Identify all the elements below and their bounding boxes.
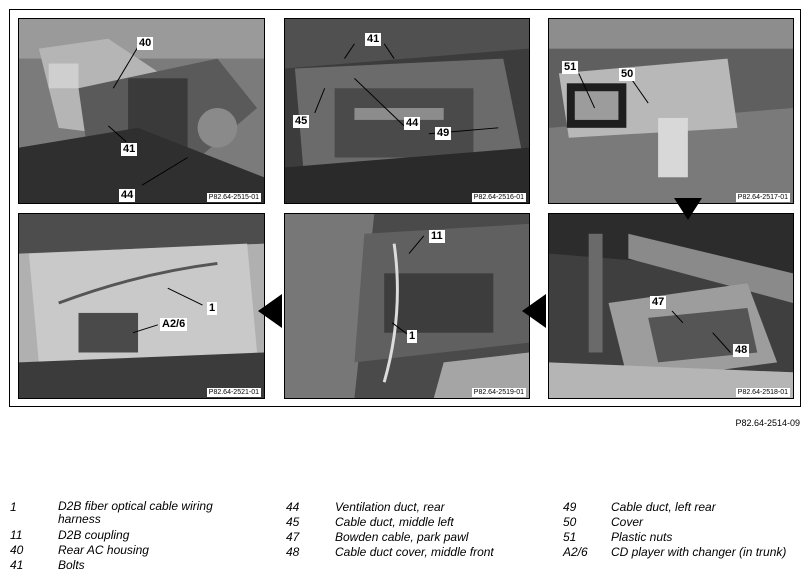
legend-item: 44 Ventilation duct, rear [286, 500, 546, 515]
callout-label: 41 [365, 33, 382, 46]
callout-label: 44 [404, 117, 421, 130]
legend-item: 48 Cable duct cover, middle front [286, 545, 546, 560]
legend-text: Cable duct, middle left [335, 515, 454, 529]
legend-number: 44 [286, 500, 300, 514]
legend-number: 45 [286, 515, 300, 529]
legend-item: 47 Bowden cable, park pawl [286, 530, 546, 545]
legend-text: Bowden cable, park pawl [335, 530, 469, 544]
arrow-left-icon [258, 294, 282, 328]
legend-number: 41 [10, 558, 24, 572]
legend-text: CD player with changer (in trunk) [611, 545, 787, 559]
callout-label: 1 [407, 330, 418, 343]
callout-label: 40 [137, 37, 154, 50]
panel-code: P82.64-2515-01 [206, 193, 261, 202]
photo-panel-1: 40 41 44 P82.64-2515-01 [18, 18, 265, 204]
panel-code: P82.64-2519-01 [471, 388, 526, 397]
legend-number: 47 [286, 530, 300, 544]
arrow-down-icon [674, 198, 702, 220]
photo-panel-4: 1 A2/6 P82.64-2521-01 [18, 213, 265, 399]
legend-column-2: 44 Ventilation duct, rear 45 Cable duct,… [286, 500, 546, 560]
callout-label: 50 [619, 68, 636, 81]
legend-text: Cable duct, left rear [611, 500, 716, 514]
callout-label: 11 [429, 230, 445, 243]
callout-label: A2/6 [160, 318, 188, 331]
photo-6-image [549, 214, 793, 398]
photo-panel-5: 11 1 P82.64-2519-01 [284, 213, 530, 399]
legend-text: D2B coupling [58, 528, 130, 542]
callout-label: 49 [435, 127, 452, 140]
callout-label: 47 [650, 296, 667, 309]
legend-item: 41 Bolts [10, 558, 260, 573]
figure-code: P82.64-2514-09 [735, 418, 800, 428]
legend-number: 50 [563, 515, 577, 529]
panel-code: P82.64-2516-01 [471, 193, 526, 202]
photo-panel-6: 47 48 P82.64-2518-01 [548, 213, 794, 399]
photo-panel-3: 51 50 P82.64-2517-01 [548, 18, 794, 204]
callout-label: 51 [562, 61, 579, 74]
legend-item: 51 Plastic nuts [563, 530, 803, 545]
callout-label: 45 [293, 115, 310, 128]
legend-text: Bolts [58, 558, 85, 572]
legend-item: 50 Cover [563, 515, 803, 530]
photo-5-image [285, 214, 529, 398]
legend-item: A2/6 CD player with changer (in trunk) [563, 545, 803, 560]
legend-column-1: 1 D2B fiber optical cable wiring harness… [10, 500, 260, 573]
legend-text: Rear AC housing [58, 543, 149, 557]
legend-text: Cable duct cover, middle front [335, 545, 494, 559]
legend-number: 11 [10, 528, 23, 542]
figure-frame: 40 41 44 P82.64-2515-01 41 45 44 49 P82.… [9, 9, 801, 407]
photo-2-image [285, 19, 529, 203]
legend-number: 1 [10, 500, 17, 514]
legend-item: 11 D2B coupling [10, 528, 260, 543]
legend-number: A2/6 [563, 545, 588, 559]
legend-item: 49 Cable duct, left rear [563, 500, 803, 515]
legend-item: 45 Cable duct, middle left [286, 515, 546, 530]
legend-number: 51 [563, 530, 577, 544]
legend-number: 49 [563, 500, 577, 514]
arrow-left-icon [522, 294, 546, 328]
callout-label: 48 [733, 344, 750, 357]
callout-label: 1 [207, 302, 218, 315]
photo-3-image [549, 19, 793, 203]
callout-label: 41 [121, 143, 138, 156]
legend-item: 40 Rear AC housing [10, 543, 260, 558]
panel-code: P82.64-2518-01 [735, 388, 790, 397]
legend-text: Ventilation duct, rear [335, 500, 445, 514]
photo-4-image [19, 214, 264, 398]
legend-number: 48 [286, 545, 300, 559]
legend-item: 1 D2B fiber optical cable wiring harness [10, 500, 260, 528]
legend-column-3: 49 Cable duct, left rear 50 Cover 51 Pla… [563, 500, 803, 560]
legend-text: D2B fiber optical cable wiring harness [58, 499, 213, 526]
callout-label: 44 [119, 189, 136, 202]
photo-panel-2: 41 45 44 49 P82.64-2516-01 [284, 18, 530, 204]
legend-text: Plastic nuts [611, 530, 673, 544]
legend-number: 40 [10, 543, 24, 557]
panel-code: P82.64-2521-01 [206, 388, 261, 397]
panel-code: P82.64-2517-01 [735, 193, 790, 202]
legend-text: Cover [611, 515, 644, 529]
